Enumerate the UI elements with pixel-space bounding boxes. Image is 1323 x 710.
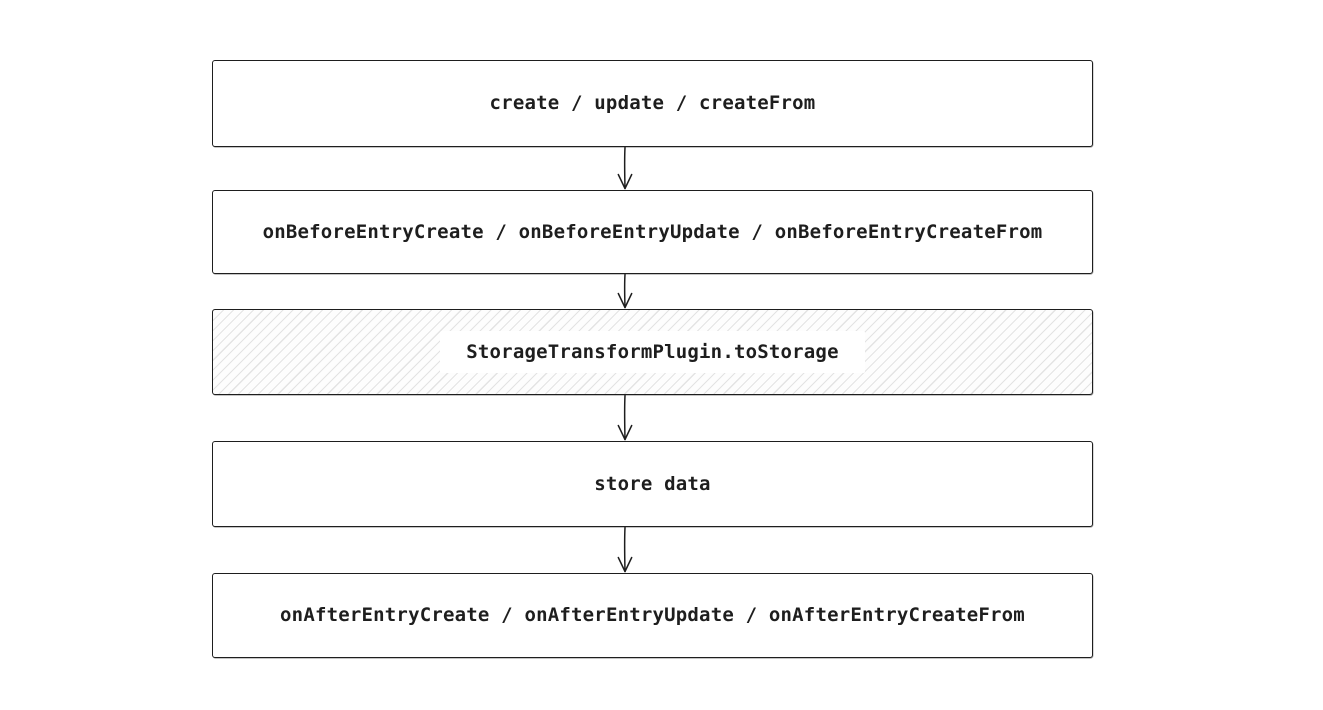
flow-arrow-down bbox=[617, 146, 633, 190]
flow-node-create-update-createfrom: create / update / createFrom bbox=[212, 60, 1093, 147]
flow-node-storage-transform-tostorage: StorageTransformPlugin.toStorage bbox=[212, 309, 1093, 395]
flow-arrow-down bbox=[617, 394, 633, 441]
flow-node-label: StorageTransformPlugin.toStorage bbox=[440, 330, 865, 374]
flow-arrow-down bbox=[617, 273, 633, 309]
flow-node-label: create / update / createFrom bbox=[489, 92, 816, 115]
flow-node-onafter-hooks: onAfterEntryCreate / onAfterEntryUpdate … bbox=[212, 573, 1093, 658]
flow-node-store-data: store data bbox=[212, 441, 1093, 527]
flow-node-onbefore-hooks: onBeforeEntryCreate / onBeforeEntryUpdat… bbox=[212, 190, 1093, 274]
flow-node-label: onBeforeEntryCreate / onBeforeEntryUpdat… bbox=[262, 220, 1043, 243]
flow-node-label: store data bbox=[594, 472, 711, 495]
flow-node-label: onAfterEntryCreate / onAfterEntryUpdate … bbox=[280, 604, 1025, 627]
flow-arrow-down bbox=[617, 526, 633, 573]
